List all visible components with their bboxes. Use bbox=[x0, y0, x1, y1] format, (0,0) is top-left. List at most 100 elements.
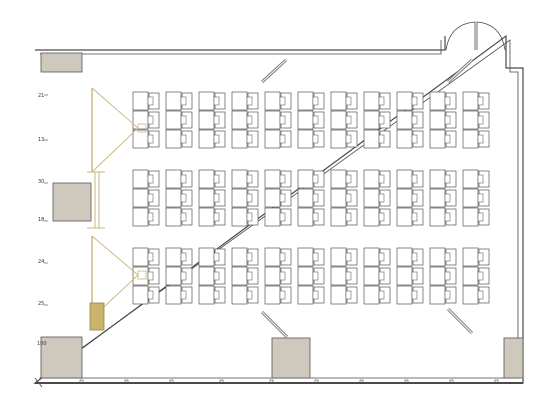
desk-group bbox=[231, 247, 259, 305]
desk bbox=[429, 129, 446, 149]
desk bbox=[363, 91, 380, 111]
desk-group bbox=[363, 169, 391, 227]
projection-cone bbox=[91, 87, 139, 173]
chair bbox=[477, 193, 484, 203]
wall-mark: 18 bbox=[38, 217, 44, 223]
desk bbox=[330, 188, 347, 208]
desk-group bbox=[132, 91, 160, 149]
wall-mark: 30 bbox=[38, 179, 44, 185]
chair bbox=[312, 252, 319, 262]
desk bbox=[330, 91, 347, 111]
chair bbox=[213, 290, 220, 300]
window-icon bbox=[260, 58, 288, 84]
chair bbox=[147, 96, 154, 106]
chair bbox=[345, 174, 352, 184]
chair bbox=[345, 252, 352, 262]
desk bbox=[396, 188, 413, 208]
chair bbox=[213, 134, 220, 144]
desk-group bbox=[264, 169, 292, 227]
chair bbox=[246, 271, 253, 281]
desk bbox=[462, 188, 479, 208]
desk-group bbox=[297, 247, 325, 305]
desk-group bbox=[297, 91, 325, 149]
desk bbox=[396, 110, 413, 130]
desk bbox=[462, 91, 479, 111]
desk bbox=[330, 207, 347, 227]
chair bbox=[411, 174, 418, 184]
chair bbox=[213, 212, 220, 222]
desk bbox=[297, 247, 314, 267]
structural-column bbox=[503, 337, 524, 379]
desk bbox=[363, 110, 380, 130]
projector-screen-icon bbox=[91, 87, 147, 173]
chair bbox=[147, 271, 154, 281]
chair bbox=[147, 115, 154, 125]
desk bbox=[231, 285, 248, 305]
chair bbox=[378, 96, 385, 106]
chair bbox=[180, 252, 187, 262]
chair bbox=[411, 290, 418, 300]
desk bbox=[231, 188, 248, 208]
desk bbox=[198, 207, 215, 227]
desk bbox=[165, 129, 182, 149]
desk bbox=[132, 247, 149, 267]
desk bbox=[330, 285, 347, 305]
window-icon bbox=[446, 58, 474, 84]
desk-group bbox=[231, 169, 259, 227]
chair bbox=[213, 174, 220, 184]
desk bbox=[165, 110, 182, 130]
desk bbox=[231, 129, 248, 149]
chair bbox=[444, 174, 451, 184]
chair bbox=[213, 271, 220, 281]
chair bbox=[246, 252, 253, 262]
wall-tick bbox=[314, 379, 319, 384]
desk bbox=[132, 207, 149, 227]
window-glass bbox=[447, 308, 473, 334]
desk-group bbox=[330, 169, 358, 227]
chair bbox=[279, 134, 286, 144]
desk bbox=[396, 91, 413, 111]
desk bbox=[132, 285, 149, 305]
desk bbox=[429, 188, 446, 208]
desk bbox=[462, 110, 479, 130]
desk bbox=[429, 207, 446, 227]
chair bbox=[312, 193, 319, 203]
chair bbox=[477, 174, 484, 184]
desk bbox=[330, 110, 347, 130]
chair bbox=[444, 193, 451, 203]
desk bbox=[231, 91, 248, 111]
desk bbox=[264, 129, 281, 149]
desk bbox=[330, 129, 347, 149]
wall-mark: 21 bbox=[38, 93, 44, 99]
desk bbox=[198, 110, 215, 130]
window-icon bbox=[446, 307, 474, 335]
desk-group bbox=[198, 247, 226, 305]
desk bbox=[198, 285, 215, 305]
chair bbox=[444, 115, 451, 125]
desk bbox=[198, 129, 215, 149]
chair bbox=[213, 193, 220, 203]
corner-mark bbox=[34, 377, 43, 388]
chair bbox=[213, 115, 220, 125]
chair bbox=[477, 134, 484, 144]
chair bbox=[279, 115, 286, 125]
desk-group bbox=[165, 169, 193, 227]
chair bbox=[246, 115, 253, 125]
desk bbox=[462, 247, 479, 267]
desk-group bbox=[429, 247, 457, 305]
structural-column bbox=[52, 182, 92, 222]
wall-tick bbox=[404, 379, 409, 384]
wall-marks: 21 13 30 18 24 25 100 bbox=[37, 93, 47, 347]
desk bbox=[132, 91, 149, 111]
chair bbox=[180, 271, 187, 281]
chair bbox=[345, 290, 352, 300]
structural-column bbox=[271, 337, 311, 379]
desk bbox=[363, 285, 380, 305]
door-leaf-right bbox=[476, 21, 506, 51]
desk bbox=[462, 207, 479, 227]
wall-tick bbox=[219, 379, 224, 384]
chair bbox=[279, 271, 286, 281]
desk bbox=[297, 188, 314, 208]
chair bbox=[345, 212, 352, 222]
